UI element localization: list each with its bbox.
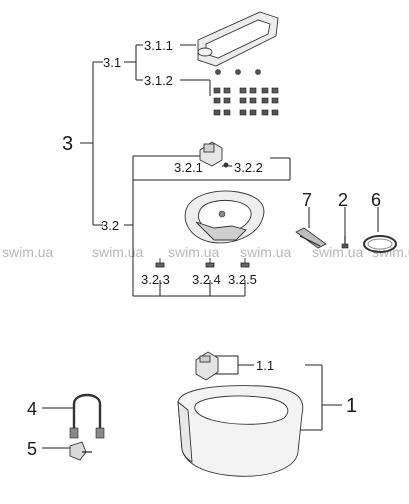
watermark: swim.ua bbox=[168, 244, 220, 260]
label-part-3-1: 3.1 bbox=[103, 55, 121, 70]
gasket-ring-part bbox=[363, 235, 397, 253]
seat-lid-part bbox=[197, 11, 279, 67]
label-part-7: 7 bbox=[302, 190, 312, 210]
label-part-1-1: 1.1 bbox=[256, 358, 274, 373]
label-part-3-2-2: 3.2.2 bbox=[234, 160, 263, 175]
watermark: swim.ua bbox=[312, 244, 364, 260]
valve-part bbox=[199, 141, 229, 168]
leader-lines bbox=[42, 44, 379, 449]
watermark: swim.ua bbox=[92, 244, 144, 260]
watermark-layer: swim.ua swim.ua swim.ua swim.ua swim.ua … bbox=[2, 244, 409, 260]
label-part-3-1-2: 3.1.2 bbox=[144, 73, 173, 88]
label-part-3-1-1: 3.1.1 bbox=[144, 38, 173, 53]
label-part-3-2-5: 3.2.5 bbox=[228, 272, 257, 287]
label-part-3-2-3: 3.2.3 bbox=[141, 272, 170, 287]
bidet-unit-part bbox=[184, 190, 265, 244]
label-part-5: 5 bbox=[27, 439, 37, 459]
label-part-3-2-1: 3.2.1 bbox=[174, 160, 203, 175]
label-part-3-2-4: 3.2.4 bbox=[192, 272, 221, 287]
screw-set-part bbox=[213, 69, 279, 116]
hose-part bbox=[69, 393, 105, 439]
label-part-1: 1 bbox=[346, 395, 357, 417]
label-part-3-2: 3.2 bbox=[101, 218, 119, 233]
small-screw-part bbox=[341, 236, 349, 249]
watermark: swim.ua bbox=[240, 244, 292, 260]
watermark: swim.ua bbox=[372, 244, 409, 260]
label-part-3: 3 bbox=[62, 133, 73, 155]
watermark: swim.ua bbox=[2, 244, 54, 260]
label-part-4: 4 bbox=[27, 399, 37, 419]
clip-parts bbox=[155, 258, 250, 268]
angle-valve-part bbox=[69, 441, 92, 461]
label-part-2: 2 bbox=[338, 190, 348, 210]
part-labels: 3 3.1 3.1.1 3.1.2 3.2 3.2.1 3.2.2 3.2.3 … bbox=[27, 38, 381, 459]
mount-bracket-part bbox=[195, 351, 219, 381]
toilet-bowl-part bbox=[177, 385, 304, 477]
brush-part bbox=[295, 227, 327, 249]
label-part-6: 6 bbox=[371, 190, 381, 210]
